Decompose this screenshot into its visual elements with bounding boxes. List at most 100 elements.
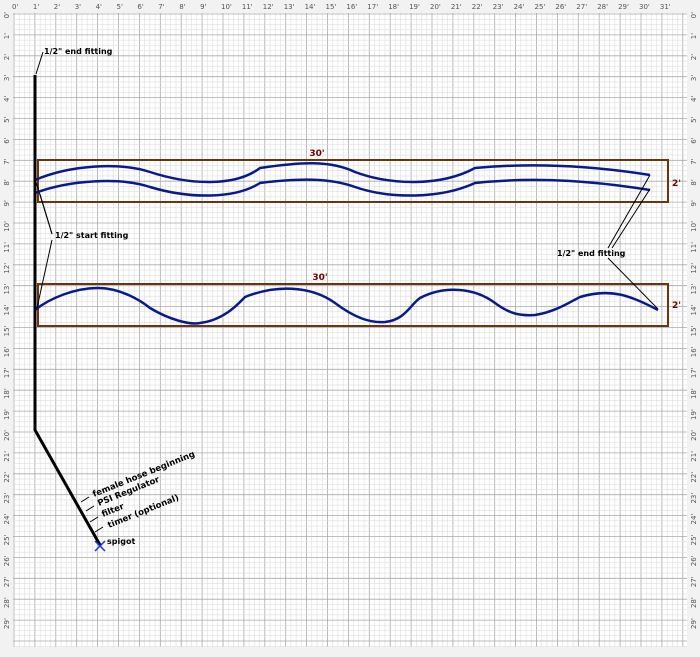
side-ruler-tick-label: 12' bbox=[3, 263, 11, 274]
top-ruler bbox=[0, 0, 700, 13]
side-ruler-tick-label: 28' bbox=[690, 597, 698, 608]
side-ruler-tick-label: 13' bbox=[3, 284, 11, 295]
left-ruler bbox=[0, 0, 13, 657]
top-ruler-tick-label: 19' bbox=[409, 3, 420, 11]
side-ruler-tick-label: 20' bbox=[3, 430, 11, 441]
top-ruler-tick-label: 7' bbox=[158, 3, 164, 11]
female-hose-tick bbox=[80, 496, 90, 503]
top-ruler-tick-label: 12' bbox=[263, 3, 274, 11]
side-ruler-tick-label: 10' bbox=[3, 221, 11, 232]
right-ruler bbox=[687, 0, 700, 657]
top-ruler-tick-label: 14' bbox=[305, 3, 316, 11]
right-ruler-labels: 0'1'2'3'4'5'6'7'8'9'10'11'12'13'14'15'16… bbox=[690, 12, 698, 629]
top-ruler-tick-label: 15' bbox=[326, 3, 337, 11]
side-ruler-tick-label: 10' bbox=[690, 221, 698, 232]
start-fitting-leader-3 bbox=[36, 239, 53, 309]
top-ruler-tick-label: 21' bbox=[451, 3, 462, 11]
side-ruler-tick-label: 19' bbox=[690, 409, 698, 420]
side-ruler-tick-label: 25' bbox=[3, 534, 11, 545]
bed-1-width-label: 2' bbox=[672, 179, 681, 189]
top-ruler-tick-label: 22' bbox=[472, 3, 483, 11]
top-ruler-tick-label: 13' bbox=[284, 3, 295, 11]
side-ruler-tick-label: 0' bbox=[3, 12, 11, 18]
top-ruler-tick-label: 27' bbox=[576, 3, 587, 11]
soaker-hose-bed-1-upper bbox=[34, 162, 651, 184]
side-ruler-tick-label: 4' bbox=[690, 96, 698, 102]
top-ruler-tick-label: 8' bbox=[179, 3, 185, 11]
side-ruler-tick-label: 21' bbox=[690, 451, 698, 462]
top-ruler-tick-label: 29' bbox=[618, 3, 629, 11]
bottom-ruler bbox=[0, 647, 700, 657]
side-ruler-tick-label: 24' bbox=[3, 514, 11, 525]
top-ruler-tick-label: 20' bbox=[430, 3, 441, 11]
spigot-marker bbox=[94, 540, 106, 552]
filter-tick bbox=[89, 516, 99, 523]
bed-2-length-label: 30' bbox=[312, 273, 327, 283]
top-ruler-tick-label: 1' bbox=[33, 3, 39, 11]
side-ruler-tick-label: 25' bbox=[690, 534, 698, 545]
bed-1-length-label: 30' bbox=[309, 149, 324, 159]
psi-regulator-tick bbox=[85, 505, 95, 512]
timer-tick bbox=[94, 526, 104, 533]
side-ruler-tick-label: 3' bbox=[690, 75, 698, 81]
side-ruler-tick-label: 26' bbox=[3, 555, 11, 566]
side-ruler-tick-label: 11' bbox=[3, 242, 11, 253]
end-fitting-top-label: 1/2" end fitting bbox=[44, 47, 113, 56]
bed-2-width-label: 2' bbox=[672, 301, 681, 311]
garden-bed-1 bbox=[37, 159, 669, 203]
side-ruler-tick-label: 4' bbox=[3, 96, 11, 102]
side-ruler-tick-label: 6' bbox=[690, 137, 698, 143]
side-ruler-tick-label: 16' bbox=[3, 346, 11, 357]
side-ruler-tick-label: 27' bbox=[3, 576, 11, 587]
side-ruler-tick-label: 1' bbox=[3, 33, 11, 39]
top-ruler-tick-label: 11' bbox=[242, 3, 253, 11]
end-fitting-right-label: 1/2" end fitting bbox=[557, 249, 626, 258]
side-ruler-tick-label: 0' bbox=[690, 12, 698, 18]
side-ruler-tick-label: 6' bbox=[3, 137, 11, 143]
side-ruler-tick-label: 15' bbox=[3, 325, 11, 336]
side-ruler-tick-label: 2' bbox=[690, 54, 698, 60]
top-ruler-tick-label: 17' bbox=[367, 3, 378, 11]
side-ruler-tick-label: 22' bbox=[3, 472, 11, 483]
top-ruler-tick-label: 3' bbox=[75, 3, 81, 11]
end-fitting-leader-1 bbox=[607, 174, 651, 249]
side-ruler-tick-label: 27' bbox=[690, 576, 698, 587]
side-ruler-tick-label: 7' bbox=[690, 158, 698, 164]
side-ruler-tick-label: 2' bbox=[3, 54, 11, 60]
side-ruler-tick-label: 8' bbox=[3, 179, 11, 185]
top-ruler-tick-label: 2' bbox=[54, 3, 60, 11]
side-ruler-tick-label: 17' bbox=[690, 367, 698, 378]
side-ruler-tick-label: 29' bbox=[690, 618, 698, 629]
top-ruler-tick-label: 24' bbox=[514, 3, 525, 11]
side-ruler-tick-label: 19' bbox=[3, 409, 11, 420]
top-ruler-tick-label: 28' bbox=[597, 3, 608, 11]
top-ruler-tick-label: 25' bbox=[535, 3, 546, 11]
side-ruler-tick-label: 23' bbox=[690, 493, 698, 504]
start-fitting-leader-2 bbox=[39, 193, 53, 235]
top-ruler-tick-label: 6' bbox=[137, 3, 143, 11]
top-ruler-tick-label: 5' bbox=[117, 3, 123, 11]
side-ruler-tick-label: 24' bbox=[690, 514, 698, 525]
side-ruler-tick-label: 9' bbox=[3, 200, 11, 206]
left-ruler-labels: 0'1'2'3'4'5'6'7'8'9'10'11'12'13'14'15'16… bbox=[3, 12, 11, 629]
top-ruler-tick-label: 23' bbox=[493, 3, 504, 11]
side-ruler-tick-label: 22' bbox=[690, 472, 698, 483]
side-ruler-tick-label: 3' bbox=[3, 75, 11, 81]
side-ruler-tick-label: 13' bbox=[690, 284, 698, 295]
soaker-hose-bed-2 bbox=[34, 286, 659, 325]
side-ruler-tick-label: 12' bbox=[690, 263, 698, 274]
side-ruler-tick-label: 17' bbox=[3, 367, 11, 378]
start-fitting-label: 1/2" start fitting bbox=[55, 231, 129, 240]
side-ruler-tick-label: 20' bbox=[690, 430, 698, 441]
side-ruler-tick-label: 29' bbox=[3, 618, 11, 629]
top-ruler-tick-label: 0' bbox=[12, 3, 18, 11]
side-ruler-tick-label: 8' bbox=[690, 179, 698, 185]
side-ruler-tick-label: 14' bbox=[690, 305, 698, 316]
spigot-label: spigot bbox=[107, 537, 135, 546]
side-ruler-tick-label: 18' bbox=[690, 388, 698, 399]
grid bbox=[13, 13, 687, 647]
side-ruler-tick-label: 23' bbox=[3, 493, 11, 504]
end-fitting-leader-3 bbox=[607, 257, 659, 310]
side-ruler-tick-label: 11' bbox=[690, 242, 698, 253]
